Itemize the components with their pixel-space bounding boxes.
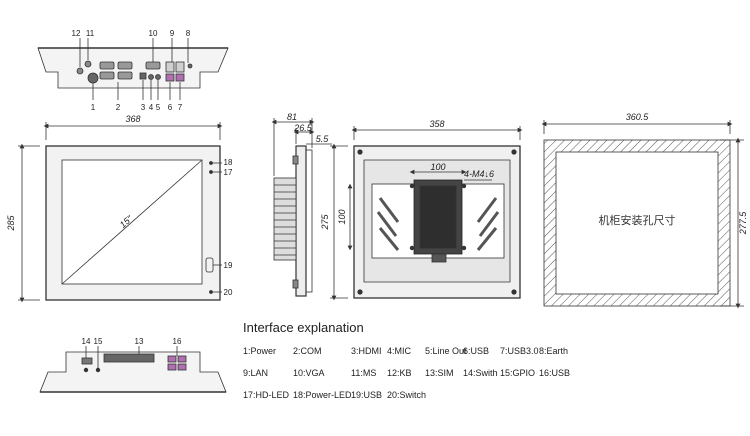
interface-legend: Interface explanation 1:Power 2:COM 3:HD… [243, 320, 583, 430]
legend-item: 4:MIC [387, 346, 412, 356]
legend-item: 2:COM [293, 346, 322, 356]
vesa-holes-label: 4-M4↓6 [464, 169, 494, 179]
bottom-port-label: 13 [135, 337, 144, 346]
back-view-text: 358 275 100 100 4-M4↓6 [320, 119, 494, 231]
bottom-view [39, 346, 227, 393]
front-port-label: 18 [224, 158, 233, 167]
port-label: 11 [86, 29, 95, 38]
vesa-width-label: 100 [430, 162, 445, 172]
back-height-label: 275 [320, 214, 330, 231]
legend-item: 12:KB [387, 368, 412, 378]
port-label: 10 [149, 29, 158, 38]
side-offset-label: 5.5 [316, 134, 330, 144]
port-label: 8 [186, 29, 191, 38]
front-port-label: 20 [224, 288, 233, 297]
legend-item: 13:SIM [425, 368, 454, 378]
bottom-port-label: 16 [173, 337, 182, 346]
legend-item: 16:USB [539, 368, 571, 378]
legend-item: 20:Switch [387, 390, 427, 400]
port-label: 5 [156, 103, 161, 112]
port-label: 3 [141, 103, 146, 112]
legend-item: 1:Power [243, 346, 277, 356]
cutout-height-label: 277.5 [738, 211, 748, 236]
legend-item: 17:HD-LED [243, 390, 290, 400]
side-view [271, 118, 332, 297]
bottom-view-labels: 14 15 13 16 [82, 337, 182, 346]
legend-item: 6:USB [463, 346, 490, 356]
side-view-text: 81 26.5 5.5 [287, 112, 329, 144]
vesa-height-label: 100 [337, 209, 347, 224]
port-label: 7 [178, 103, 183, 112]
port-label: 2 [116, 103, 121, 112]
cutout-label: 机柜安装孔尺寸 [599, 213, 676, 227]
legend-item: 3:HDMI [351, 346, 382, 356]
front-view [18, 122, 223, 303]
legend-item: 8:Earth [539, 346, 569, 356]
legend-row: 1:Power 2:COM 3:HDMI 4:MIC 5:Line Out 6:… [243, 346, 583, 358]
side-top-label: 26.5 [293, 123, 313, 133]
back-width-label: 358 [429, 119, 444, 129]
cutout-width-label: 360.5 [626, 112, 650, 122]
legend-item: 10:VGA [293, 368, 325, 378]
legend-item: 11:MS [351, 368, 377, 378]
legend-item: 7:USB3.0 [500, 346, 539, 356]
legend-row: 17:HD-LED 18:Power-LED 19:USB 20:Switch [243, 390, 583, 402]
bottom-port-label: 14 [82, 337, 91, 346]
bottom-port-label: 15 [94, 337, 103, 346]
side-depth-label: 81 [287, 112, 297, 122]
legend-item: 5:Line Out [425, 346, 467, 356]
port-label: 9 [170, 29, 175, 38]
legend-item: 18:Power-LED [293, 390, 352, 400]
top-view [37, 38, 229, 100]
panel-cutout [541, 120, 744, 309]
front-height-label: 285 [6, 215, 16, 232]
top-view-labels: 12 11 10 9 8 1 2 3 4 5 6 7 [72, 29, 191, 112]
legend-row: 9:LAN 10:VGA 11:MS 12:KB 13:SIM 14:Swith… [243, 368, 583, 380]
legend-title: Interface explanation [243, 320, 364, 335]
legend-item: 9:LAN [243, 368, 269, 378]
back-view [330, 126, 523, 301]
panel-cutout-text: 360.5 277.5 机柜安装孔尺寸 [599, 112, 749, 235]
front-width-label: 368 [125, 114, 140, 124]
port-label: 1 [91, 103, 96, 112]
legend-item: 14:Swith [463, 368, 498, 378]
legend-item: 15:GPIO [500, 368, 536, 378]
legend-item: 19:USB [351, 390, 383, 400]
port-label: 12 [72, 29, 81, 38]
front-port-label: 17 [224, 168, 233, 177]
front-port-label: 19 [224, 261, 233, 270]
port-label: 6 [168, 103, 173, 112]
port-label: 4 [149, 103, 154, 112]
